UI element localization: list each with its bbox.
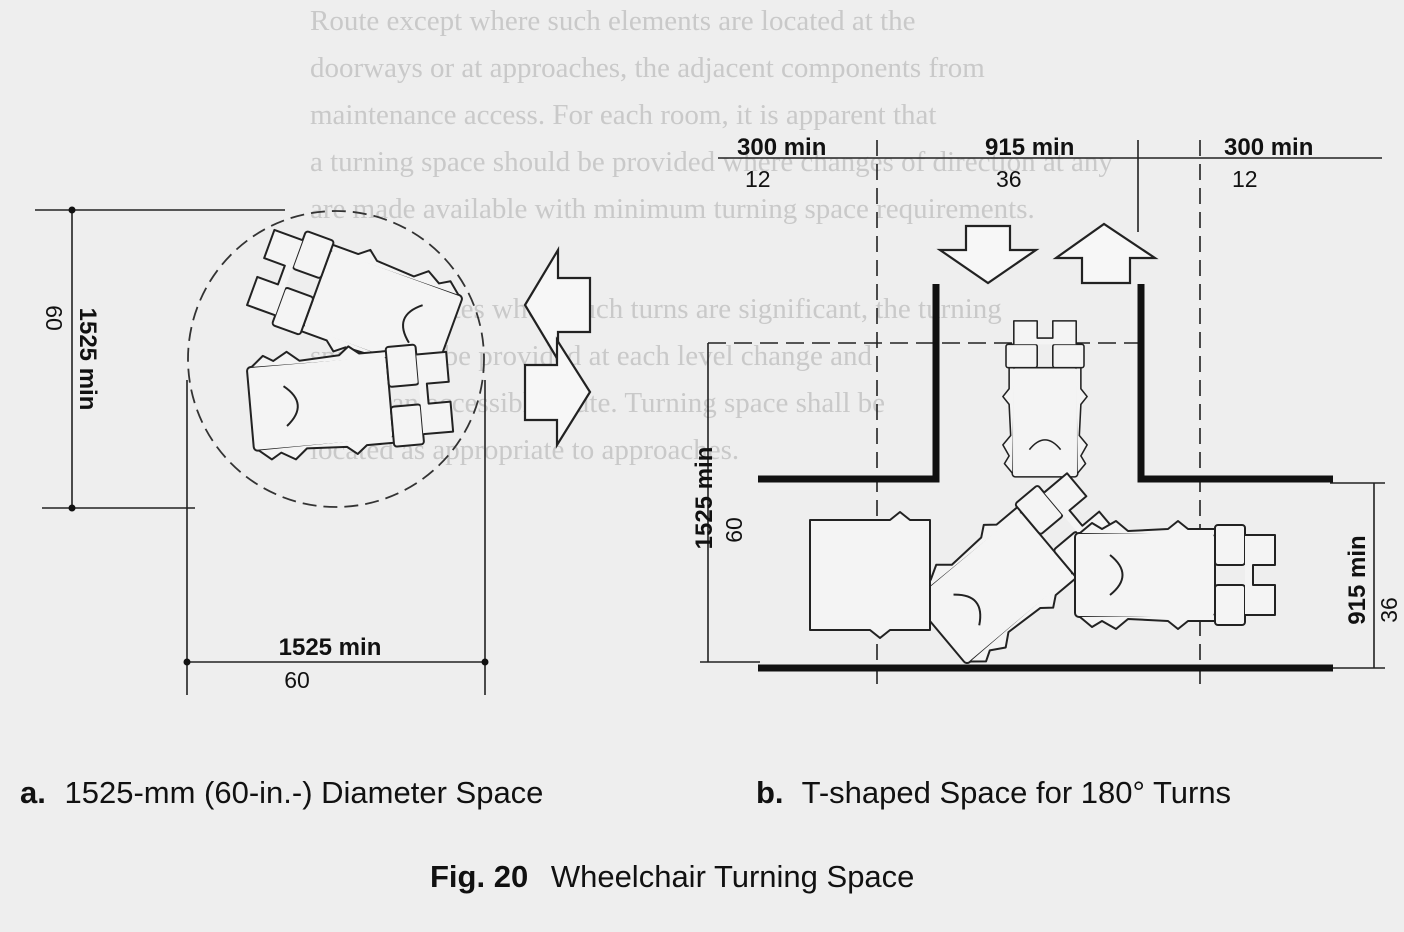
wheelchair-outline (1074, 520, 1276, 630)
diagram-b: 300 min 12 915 min 36 300 min 12 1525 mi… (691, 134, 1402, 690)
dimension-tick (183, 658, 191, 666)
dimension-tick (68, 206, 76, 214)
turning-circle (187, 210, 485, 508)
background-line: are made available with minimum turning … (310, 193, 1035, 225)
dim-b-vertical-right-sub: 36 (1376, 597, 1402, 623)
figure-caption-label: Fig. 20 (430, 859, 528, 894)
captions: a. 1525-mm (60-in.-) Diameter Space b. T… (20, 775, 1231, 894)
background-line: Route except where such elements are loc… (310, 5, 916, 37)
dim-b-vertical-left-sub: 60 (721, 517, 747, 543)
diagram-a: 1525 min 60 1525 min 60 (35, 206, 592, 695)
t-wall-right (1137, 284, 1333, 483)
arrow-right-icon (523, 336, 592, 449)
background-line: doorways or at approaches, the adjacent … (310, 52, 985, 84)
wheelchair-outline (1002, 320, 1088, 478)
figure-caption: Fig. 20 Wheelchair Turning Space (430, 859, 914, 894)
t-wall-left (758, 284, 940, 483)
dimension-tick (481, 658, 489, 666)
dim-b-top-right-main: 300 min (1224, 134, 1313, 161)
caption-b-label: b. (756, 775, 784, 810)
dim-b-vertical-right-main: 915 min (1344, 535, 1371, 624)
dim-b-top-center-sub: 36 (996, 166, 1022, 192)
dim-a-vertical-sub: 60 (41, 305, 67, 331)
background-text: Route except where such elements are loc… (310, 5, 1113, 466)
caption-a: a. 1525-mm (60-in.-) Diameter Space (20, 775, 543, 810)
dim-b-top-left-sub: 12 (745, 166, 771, 192)
caption-a-text: 1525-mm (60-in.-) Diameter Space (64, 775, 543, 810)
caption-a-label: a. (20, 775, 46, 810)
dim-b-top-left-main: 300 min (737, 134, 826, 161)
caption-b-text: T-shaped Space for 180° Turns (802, 775, 1231, 810)
arrow-down-icon (936, 224, 1040, 285)
arrow-up-icon (1052, 222, 1159, 285)
background-line: maintenance access. For each room, it is… (310, 99, 936, 131)
wheelchair-outline (809, 511, 931, 639)
background-line: a turning space should be provided where… (310, 146, 1113, 178)
dim-a-horizontal-sub: 60 (284, 667, 310, 693)
figure-caption-title: Wheelchair Turning Space (551, 859, 915, 894)
dim-a-vertical-main: 1525 min (74, 308, 101, 411)
dimension-tick (68, 504, 76, 512)
dim-b-top-center-main: 915 min (985, 134, 1074, 161)
dim-b-top-right-sub: 12 (1232, 166, 1258, 192)
dim-b-vertical-left-main: 1525 min (691, 447, 718, 550)
caption-b: b. T-shaped Space for 180° Turns (756, 775, 1231, 810)
wheelchair-outline (244, 336, 456, 464)
dim-a-horizontal-main: 1525 min (279, 634, 382, 661)
